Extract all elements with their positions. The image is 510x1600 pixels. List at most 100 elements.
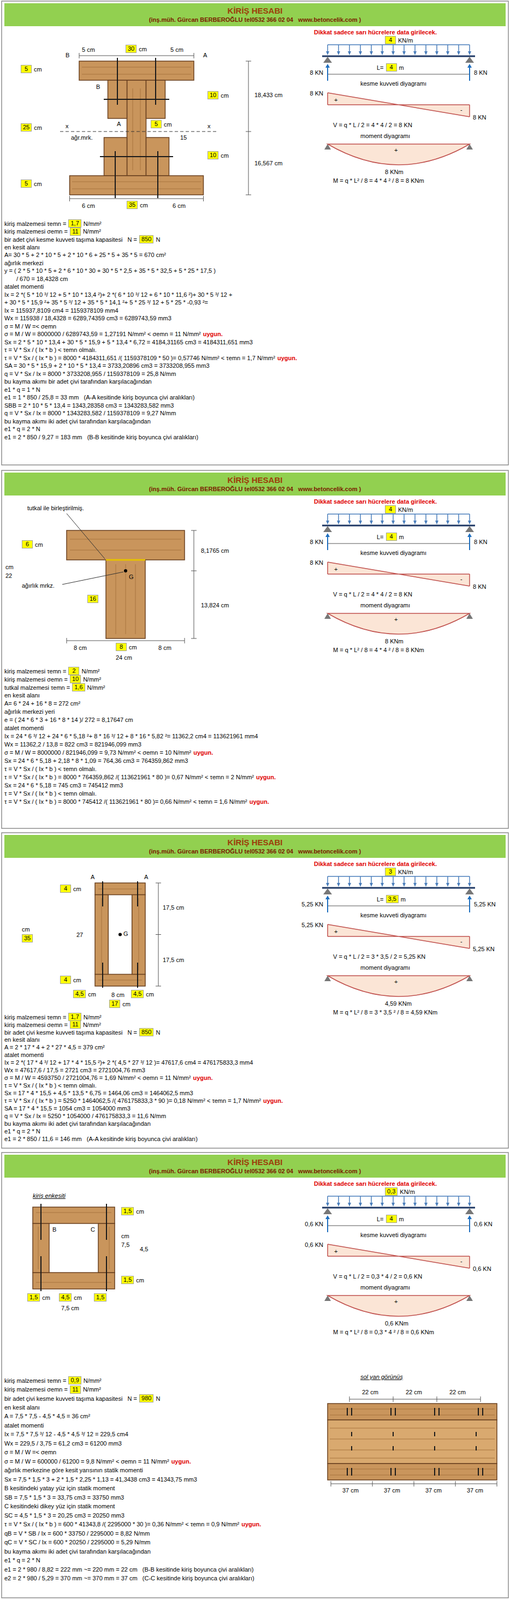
text-row: cm [21,926,31,934]
text-row: A [144,873,148,882]
calc-text: cm [73,976,82,985]
calc-text: q = V * Sx / Ix = 5250 * 1054000 / 47617… [4,1112,166,1121]
calc-text: M = q * L² / 8 = 3 * 3,5 ² / 8 = 4,59 KN… [333,1009,438,1017]
calc-text: atalet momenti [4,1051,44,1060]
text-row: L=4m [376,63,405,72]
input-value: 980 [141,1395,152,1403]
text-row: 0,6 KN [473,1220,493,1229]
calc-text: V = q * L / 2 = 4 * 4 / 2 = 8 KN [333,121,413,129]
input-cell: 25 [20,123,32,132]
t-section [62,513,197,644]
calc-text: 8 KN [310,559,324,567]
calc-text: L= [376,63,384,72]
calc-text: bu kayma akımı iki adet çivi tarafından … [4,417,151,426]
calc-text: - [460,575,463,584]
calc-text: 5,25 KN [473,900,496,909]
input-value: 35 [128,201,136,209]
calc-text: B [96,82,100,91]
text-row: M = q * L² / 8 = 4 * 4 ² / 8 = 8 KNm [333,176,425,185]
calc-text: + [394,146,398,154]
calc-text: ağr.mrk. [70,133,93,142]
calc-text: cm [33,180,43,188]
calc-text: SB = 7,5 * 1,5 * 3 = 33,75 cm3 = 33750 m… [4,1494,124,1503]
calc-text: Wx = 11362,2 / 13,8 = 822 cm3 = 821946,0… [4,740,142,749]
calc-text: 5,25 KN [472,945,495,954]
calc-text: cm [33,65,43,74]
calc-text: e1 * q = 2 * N [4,425,41,434]
text-row: SA = 30 * 5 * 15,9 + 2 * 10 * 5 * 13,4 =… [4,362,210,370]
text-row: Dikkat sadece sarı hücrelere data girile… [313,1180,437,1189]
text-row: 0,6 KN [304,1220,324,1229]
calc-text: 13,824 cm [200,601,229,610]
calc-text: N [155,1029,160,1037]
input-cell: 6 [21,540,33,549]
text-row: B [65,51,70,59]
text-row: A = 7,5 * 7,5 - 4,5 * 4,5 = 36 cm² [4,1413,91,1421]
calc-text: τ = V * Sx / ( Ix * b ) = 8000 * 745412 … [4,798,248,806]
red-note: uygun. [249,798,270,806]
text-row: cm [5,563,14,572]
input-cell: 11 [69,1386,81,1395]
title-band: KİRİŞ HESABI(inş.müh. Gürcan BERBEROĞLU … [4,3,506,27]
text-row: 7,5 cm [61,1305,80,1313]
calc-text: A [116,120,121,128]
calc-text: e1 = 2 * 850 / 9,27 = 183 mm (B-B kesiti… [4,433,199,442]
calc-text: 8 KN [472,583,486,591]
title-band: KİRİŞ HESABI(inş.müh. Gürcan BERBEROĞLU … [4,1155,506,1179]
input-cell: 5 [20,64,32,74]
text-row: kiriş malzemesi τemn =2N/mm² [4,667,100,676]
calc-text: 8 KNm [384,168,404,176]
calc-text: B kesitindeki yatay yüz için statik mome… [4,1485,115,1493]
text-row: A [116,120,121,128]
input-value: 4,5 [133,991,142,998]
text-row: 27 [76,931,83,940]
text-row: C [90,1226,96,1235]
calc-text: 7,5 [121,1241,130,1250]
text-row: + [394,978,398,987]
title-text: KİRİŞ HESABI [227,1158,283,1168]
red-note: uygun. [193,749,213,757]
text-row: 4,5cm [73,990,97,999]
input-value: 4 [389,63,393,71]
calc-text: N/mm² [87,684,106,692]
calc-text: x [207,122,211,130]
text-row: 1,5cm [121,1276,145,1285]
input-cell: 0,9 [68,1377,81,1386]
calc-text: 8 KN [310,538,324,547]
calc-text: cm [139,201,148,210]
text-row: kiriş malzemesi τemn =1,7N/mm² [4,1013,102,1022]
input-value: 1,5 [96,1294,105,1302]
calc-text: 5 cm [170,45,184,54]
calc-text: 0,6 KNm [384,1320,409,1328]
calc-text: e1 = 1 * 850 / 25,8 = 33 mm (A-A kesitin… [4,393,195,402]
text-row: Sx = 17 * 4 * 15,5 + 4,5 * 13,5 * 6,75 =… [4,1089,194,1098]
calc-text: en kesit alanı [4,1404,40,1413]
input-value: 4,5 [61,1294,70,1302]
calc-text: 8 KN [473,68,488,77]
text-row: kiriş malzemesi σemn =11N/mm² [4,1386,102,1395]
input-value: 35 [24,935,31,942]
input-cell: 16 [87,595,99,604]
calc-text: + 30 * 5 * 15,9 ²+ 35 * 5 ³/ 12 + 35 * 5… [4,298,209,307]
text-row: τ = V * Sx / ( Ix * b ) < τemn olmalı. [4,1082,97,1090]
text-row: 37 cm [383,1487,401,1496]
input-cell: 1,5 [121,1207,134,1217]
input-cell: 4 [60,885,71,894]
input-value: 1,6 [74,684,83,691]
calc-text: bir adet çivi kesme kuvveti taşıma kapas… [4,1029,138,1037]
calc-text: cm [73,885,82,894]
calc-text: kiriş malzemesi σemn = [4,227,68,236]
text-row: 22 cm [362,1389,379,1397]
calc-text: cm [220,91,229,100]
text-row: kiriş malzemesi τemn =0,9N/mm² [4,1377,102,1386]
text-row: 37 cm [425,1487,442,1496]
input-value: 1,7 [70,1013,79,1021]
text-row: bir adet çivi kesme kuvveti taşıma kapas… [4,235,160,244]
text-row: 35cm [126,200,148,210]
calc-text: 8 KN [472,113,486,122]
text-row: e1 = 2 * 980 / 8,82 = 222 mm ~= 220 mm =… [4,1566,254,1575]
calc-text: cm [135,1277,145,1285]
text-row: 8 KN [472,113,486,122]
text-row: ağırlık mrkz. [21,582,55,590]
text-row: G [128,573,134,581]
